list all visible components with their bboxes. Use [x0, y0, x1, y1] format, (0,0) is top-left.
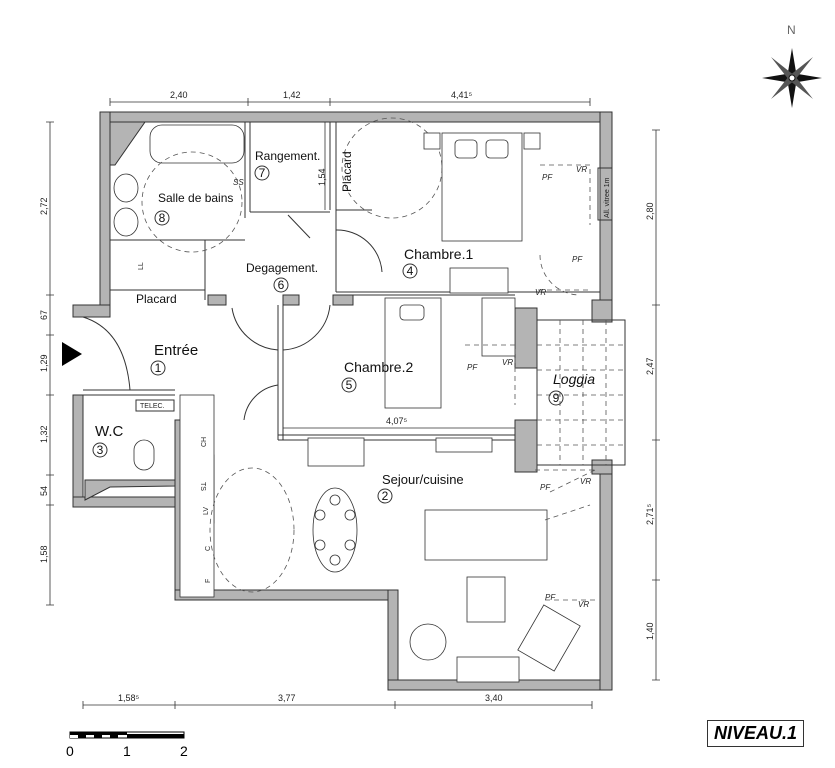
tv-unit-icon — [456, 656, 520, 683]
room-label: Chambre.1 — [404, 246, 473, 262]
sink-icon — [113, 173, 139, 203]
sofa-icon — [424, 509, 548, 561]
room-number: 8 — [159, 211, 166, 225]
lv-label: LV — [203, 507, 210, 515]
scale-label: 2 — [180, 743, 188, 759]
scale-label: 0 — [66, 743, 74, 759]
dimension-label: 54 — [39, 486, 49, 496]
room-label: Degagement. — [246, 261, 318, 275]
room-number: 6 — [278, 278, 285, 292]
glazed-wall-label: All. vitree 1m — [604, 177, 611, 218]
dimension-label: 1,42 — [283, 90, 301, 100]
f-label: F — [205, 579, 212, 583]
dimension-label: 1,29 — [39, 354, 49, 372]
dining-table-icon — [312, 487, 358, 573]
dimension-label: 1,58 — [39, 545, 49, 563]
armchair-icon — [517, 604, 581, 672]
desk-icon — [449, 267, 509, 294]
room-number: 7 — [259, 166, 266, 180]
vr-label: VR — [580, 477, 591, 486]
vr-label: VR — [502, 358, 513, 367]
dimension-lines — [46, 98, 660, 709]
rug-icon — [466, 576, 506, 623]
dimension-label: 1,32 — [39, 425, 49, 443]
room-label: Entrée — [154, 342, 198, 359]
dimension-label: 67 — [39, 310, 49, 320]
furniture — [62, 117, 596, 683]
sink-icon — [113, 207, 139, 237]
dimension-label: 1,58⁵ — [118, 693, 140, 703]
dimension-label: 2,80 — [645, 202, 655, 220]
ch-label: CH — [201, 437, 208, 447]
c-label: C — [205, 546, 212, 551]
room-number: 4 — [407, 264, 414, 278]
room-number: 2 — [382, 489, 389, 503]
dimension-label: 1,40 — [645, 622, 655, 640]
pf-label: PF — [467, 363, 478, 372]
room-label: Salle de bains — [158, 191, 233, 205]
bathtub-icon — [149, 124, 245, 164]
desk-icon — [481, 297, 516, 357]
dimension-label: 1,54 — [317, 168, 327, 186]
dimension-label: 4,07⁵ — [386, 416, 408, 426]
entrance-arrow-icon — [62, 342, 82, 366]
scale-bar — [69, 731, 185, 739]
table-icon — [307, 437, 365, 467]
armchair-icon — [409, 623, 447, 661]
ss-label: SS — [233, 178, 244, 187]
pf-label: PF — [545, 593, 556, 602]
dimension-label: 2,71⁵ — [645, 503, 655, 525]
room-label: Rangement. — [255, 149, 320, 163]
dimension-label: 2,72 — [39, 197, 49, 215]
dimension-label: 3,40 — [485, 693, 503, 703]
compass-rose-icon — [762, 48, 822, 108]
telec-label: TELEC. — [140, 403, 165, 410]
room-number: 3 — [97, 443, 104, 457]
loggia-area — [536, 319, 626, 466]
room-number: 9 — [553, 391, 560, 405]
dimension-label: 4,41⁵ — [451, 90, 473, 100]
dimension-label: 3,77 — [278, 693, 296, 703]
room-number: 1 — [155, 361, 162, 375]
ll-label: LL — [138, 262, 145, 270]
closet-label: Placard — [340, 151, 354, 192]
room-label: Loggia — [553, 371, 595, 387]
room-label: Sejour/cuisine — [382, 472, 464, 487]
vr-label: VR — [578, 600, 589, 609]
pf-label: PF — [540, 483, 551, 492]
closet-label: Placard — [136, 292, 177, 306]
room-label: Chambre.2 — [344, 359, 413, 375]
toilet-icon — [133, 439, 155, 471]
double-bed-icon — [441, 132, 523, 242]
room-label: W.C — [95, 423, 123, 440]
dimension-label: 2,40 — [170, 90, 188, 100]
dimension-label: 2,47 — [645, 357, 655, 375]
walls — [72, 111, 613, 691]
nightstand-icon — [523, 132, 541, 150]
pf-label: PF — [572, 255, 583, 264]
room-number: 5 — [346, 378, 353, 392]
level-label: NIVEAU.1 — [707, 720, 804, 747]
radiator-icon — [435, 437, 493, 453]
ts-label: TS — [199, 482, 206, 491]
vr-label: VR — [576, 165, 587, 174]
pf-label: PF — [542, 173, 553, 182]
scale-label: 1 — [123, 743, 131, 759]
vr-label: VR — [535, 288, 546, 297]
compass-north-label: N — [787, 23, 796, 37]
nightstand-icon — [423, 132, 441, 150]
